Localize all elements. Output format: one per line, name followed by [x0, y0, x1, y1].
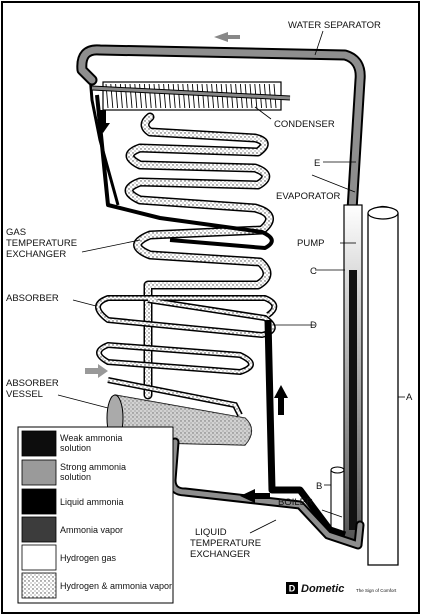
condenser [91, 81, 291, 111]
label-a: A [406, 392, 413, 403]
condenser-fin [187, 83, 191, 109]
legend-label: Liquid ammonia [60, 497, 124, 507]
label-absorber-vessel-1: ABSORBER [6, 378, 59, 389]
absorber-coils [95, 295, 278, 417]
arrow-right-absorber-icon [85, 364, 108, 378]
condenser-fin [167, 83, 171, 109]
legend-swatch [21, 459, 57, 486]
legend-label: Weak ammonia [60, 433, 122, 443]
label-gas-temp-exchanger-2: TEMPERATURE [6, 238, 77, 249]
arrow-left-boiler-icon [240, 489, 270, 503]
label-evaporator: EVAPORATOR [276, 191, 341, 202]
label-absorber-vessel-2: VESSEL [6, 389, 43, 400]
legend-item: Hydrogen & ammonia vapor [21, 572, 172, 599]
condenser-fin [191, 83, 195, 109]
hydrogen-gas-tube [124, 112, 274, 400]
label-b: B [316, 481, 322, 492]
legend-swatch [21, 572, 57, 599]
condenser-fin [153, 83, 157, 109]
logo-brand: Dometic [301, 583, 344, 595]
liquid-ammonia-tube [88, 74, 274, 250]
legend-label: Hydrogen & ammonia vapor [60, 581, 172, 591]
condenser-fin [177, 83, 181, 109]
label-gas-temp-exchanger-1: GAS [6, 227, 26, 238]
arrow-down-left-icon [96, 110, 110, 133]
logo-slogan: The Sign of Comfort [356, 588, 397, 593]
label-e: E [314, 158, 320, 169]
condenser-fin [172, 83, 176, 109]
legend-item: Ammonia vapor [21, 516, 123, 543]
legend-item: Hydrogen gas [21, 544, 117, 571]
condenser-fin [196, 83, 200, 109]
label-gas-temp-exchanger-3: EXCHANGER [6, 249, 66, 260]
top-vapor-tube [76, 44, 366, 216]
pump-column [343, 204, 363, 541]
weak-solution-riser [264, 319, 347, 539]
legend-label: Strong ammonia [60, 462, 126, 472]
dometic-logo: D Dometic The Sign of Comfort [286, 582, 397, 595]
legend-swatch [21, 430, 57, 457]
legend-swatch [21, 516, 57, 543]
column-a [367, 205, 399, 566]
condenser-fin [182, 83, 186, 109]
arrow-left-top-icon [214, 32, 240, 42]
label-liquid-temp-exchanger-3: EXCHANGER [190, 549, 250, 560]
label-liquid-temp-exchanger-1: LIQUID [195, 527, 227, 538]
legend-swatch [21, 488, 57, 515]
arrow-up-riser-icon [274, 385, 288, 415]
legend-item: Liquid ammonia [21, 488, 124, 515]
legend-label: solution [60, 443, 91, 453]
legend-swatch [21, 544, 57, 571]
label-pump: PUMP [297, 238, 324, 249]
label-condenser: CONDENSER [274, 119, 335, 130]
dometic-emblem-icon [286, 582, 298, 594]
legend-label: solution [60, 472, 91, 482]
label-water-separator: WATER SEPARATOR [288, 20, 381, 31]
condenser-fin [148, 83, 152, 109]
label-boiler: BOILER [278, 497, 313, 508]
label-c: C [310, 266, 317, 277]
leader-lines [57, 30, 405, 534]
condenser-fin [143, 83, 147, 109]
label-liquid-temp-exchanger-2: TEMPERATURE [190, 538, 261, 549]
condenser-fin [158, 83, 162, 109]
label-absorber: ABSORBER [6, 293, 59, 304]
tube-b [330, 466, 345, 533]
legend-label: Hydrogen gas [60, 553, 117, 563]
labels: WATER SEPARATOR CONDENSER E EVAPORATOR G… [6, 20, 413, 560]
legend-label: Ammonia vapor [60, 525, 123, 535]
condenser-fin [163, 83, 167, 109]
svg-text:D: D [289, 584, 296, 594]
label-d: D [310, 320, 317, 331]
